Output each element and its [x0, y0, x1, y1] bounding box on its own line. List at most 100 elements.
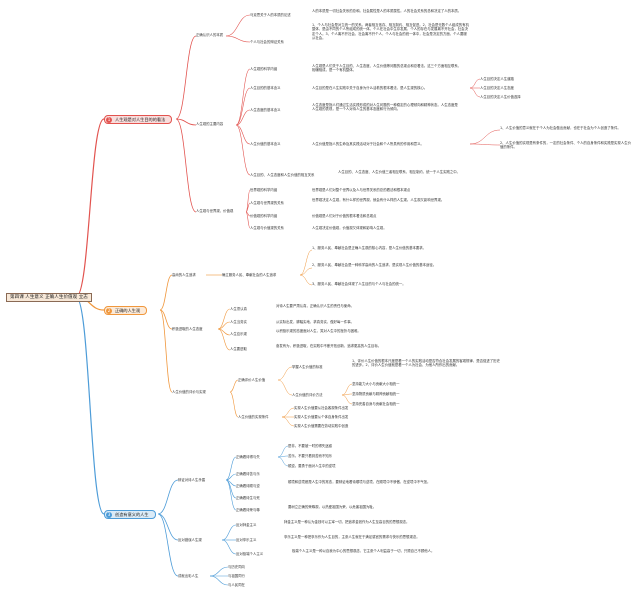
topic[interactable]: 人生观与世界观、价值观 [196, 209, 234, 213]
leaf[interactable]: 顺逆。要勇于面对人生中的逆境 [288, 464, 336, 468]
subtopic[interactable]: 正确看待生与死 [236, 496, 260, 500]
connector-line [277, 379, 293, 396]
branch-2-label: 正确的人生观 [115, 308, 141, 313]
connector-line [209, 566, 229, 577]
connector-line [75, 118, 105, 298]
leaf[interactable]: 是非。不要被一时的得失迷惑 [288, 444, 333, 448]
subtopic[interactable]: 人生应乐观 [230, 332, 247, 336]
subtopic[interactable]: 人生观的科学内涵 [250, 67, 278, 71]
connector-line [225, 473, 237, 481]
subtopic[interactable]: 人生价值的基本含义 [250, 142, 281, 146]
connector-line [299, 249, 313, 276]
subtopic[interactable]: 马克思关于人的本质的论述 [250, 13, 291, 17]
connector-line [235, 124, 251, 145]
note-text: 1、服务人民、奉献社会是正确人生观的核心内容，是人生价值的基本要求。 [312, 246, 427, 250]
subtopic[interactable]: 掌握人生价值的标准 [292, 365, 323, 369]
connector-line [159, 309, 173, 330]
connector-line [175, 35, 197, 120]
note-text: 人的本质是一切社会关系的总和。社会属性是人的本质属性。人的社会关系的总和决定了人… [312, 9, 462, 13]
topic[interactable]: 积极进取的人生态度 [172, 327, 203, 331]
topic[interactable]: 高尚的人生追求 [172, 273, 196, 277]
root-topic[interactable]: 第四课 人生意义 正确人生价值观 立志 [6, 293, 92, 302]
connector-line [159, 309, 173, 393]
connector-line [157, 479, 179, 515]
subtopic[interactable]: 人生价值的评价方法 [292, 393, 323, 397]
leaf[interactable]: 人生目的决定人生道路 [480, 77, 514, 81]
connector-line [217, 321, 231, 330]
subtopic[interactable]: 人生要进取 [230, 347, 247, 351]
subtopic[interactable]: 人生目的的基本含义 [250, 86, 281, 90]
subtopic[interactable]: 反对享乐主义 [236, 538, 257, 542]
leaf[interactable]: 苦乐。不要只看到苦而不知乐 [288, 454, 333, 458]
leaf[interactable]: 与人民同在 [228, 583, 245, 587]
note-text: 2、人生价值的实现是有条件的，一定的社会条件、个人的自身条件和实践是实现人生价值… [500, 141, 631, 150]
topic[interactable]: 成就出彩人生 [178, 574, 199, 578]
note-text: 奋发有为，积极进取，在实践中不断开拓创新，追求更高的人生目标。 [276, 344, 382, 348]
subtopic[interactable]: 反对拜金主义 [236, 523, 257, 527]
connector-line [277, 366, 293, 381]
connector-line [281, 407, 295, 418]
connector-line [235, 87, 251, 126]
note-text: 1、评价人生价值的根本尺度是看一个人的实践活动是否符合社会发展的客观规律，是否促… [352, 359, 500, 368]
priority-3-icon: 3 [106, 511, 112, 518]
leaf[interactable]: 实现人生价值要从个体自身条件出发 [294, 415, 349, 419]
subtopic[interactable]: 正确看待得与失 [236, 455, 260, 459]
connector-line [469, 129, 501, 145]
topic[interactable]: 正确认识人的本质 [196, 33, 224, 37]
connector-line [235, 124, 251, 176]
subtopic[interactable]: 人生价值的实现条件 [238, 415, 269, 419]
connector-line [299, 267, 313, 276]
note-text: 人生观是人们关于人生目的、人生态度、人生价值等问题的总观点和总看法。这三个方面相… [312, 64, 462, 73]
note-text: 享乐主义是一种把享乐作为人生目的，主张人生就在于满足感官的需求与快乐的思想观念。 [284, 535, 420, 539]
leaf[interactable]: 坚持物质贡献与精神贡献相统一 [352, 392, 400, 396]
note-text: 从实际出发，脚踏实地，求真务实，做好每一件事。 [276, 320, 354, 324]
note-text: 对待人生要严肃认真，正确认识人生的责任与使命。 [276, 304, 354, 308]
subtopic[interactable]: 正确看待荣与辱 [236, 508, 260, 512]
connector-line [175, 118, 197, 213]
leaf[interactable]: 坚持能力大小与贡献大小相统一 [352, 382, 400, 386]
note-text: 顺境和逆境都是人生中的常态，要辩证地看待顺境与逆境，在顺境中不骄傲，在逆境中不气… [288, 480, 431, 484]
subtopic[interactable]: 正确看待苦与乐 [236, 472, 260, 476]
leaf[interactable]: 人生目的决定人生态度 [480, 86, 514, 90]
subtopic[interactable]: 世界观的科学内涵 [250, 188, 278, 192]
subtopic[interactable]: 人生观与价值观的关系 [250, 226, 284, 230]
subtopic[interactable]: 正确看待顺与逆 [236, 484, 260, 488]
subtopic[interactable]: 人生须认真 [230, 307, 247, 311]
subtopic[interactable]: 个人与社会的辩证关系 [250, 40, 284, 44]
connector-line [209, 575, 229, 586]
note-text: 1、个人与社会是对立统一的关系。两者相互依存、相互制约、相互促进。2、社会是无数… [312, 23, 469, 41]
note-text: 2、服务人民、奉献社会是一种科学高尚的人生追求，是实现人生价值的基本途径。 [312, 263, 437, 267]
subtopic[interactable]: 人生目的、人生态度和人生价值的相互关系 [250, 173, 315, 177]
connector-line [217, 328, 231, 351]
subtopic[interactable]: 价值观的科学内涵 [250, 214, 278, 218]
subtopic[interactable]: 反对极端个人主义 [236, 552, 264, 556]
connector-line [341, 394, 353, 405]
subtopic[interactable]: 人生态度的基本含义 [250, 108, 281, 112]
topic[interactable]: 辩证对待人生矛盾 [178, 478, 206, 482]
connector-line [229, 391, 239, 418]
leaf[interactable]: 实现人生价值要从社会客观条件出发 [294, 406, 349, 410]
topic[interactable]: 人生观的主要内容 [196, 122, 224, 126]
subtopic[interactable]: 人生当务实 [230, 320, 247, 324]
subtopic[interactable]: 正确评价人生价值 [238, 378, 266, 382]
connector-line [159, 274, 173, 311]
subtopic[interactable]: 人生观与世界观的关系 [250, 201, 284, 205]
leaf[interactable]: 与祖国同行 [228, 574, 245, 578]
topic[interactable]: 反对错误人生观 [178, 538, 202, 542]
note-text: 3、服务人民、奉献社会体现了人生目的与个人与社会的统一。 [312, 282, 406, 286]
note-text: 人生价值是指人的生命及其实践活动对于社会和个人所具有的作用和意义。 [312, 142, 424, 146]
priority-2-icon: 2 [106, 307, 112, 314]
leaf[interactable]: 实现人生价值需要在劳动实践中创造 [294, 424, 349, 428]
connector-line [221, 539, 237, 555]
leaf[interactable]: 坚持完善自身与贡献社会相统一 [352, 402, 400, 406]
connector-line [341, 383, 353, 396]
leaf[interactable]: 与历史同向 [228, 565, 245, 569]
leaf[interactable]: 人生目的决定人生价值选择 [480, 95, 521, 99]
topic[interactable]: 人生价值的评价与实现 [172, 390, 206, 394]
subtopic[interactable]: 确立服务人民、奉献社会的人生追求 [222, 273, 277, 277]
